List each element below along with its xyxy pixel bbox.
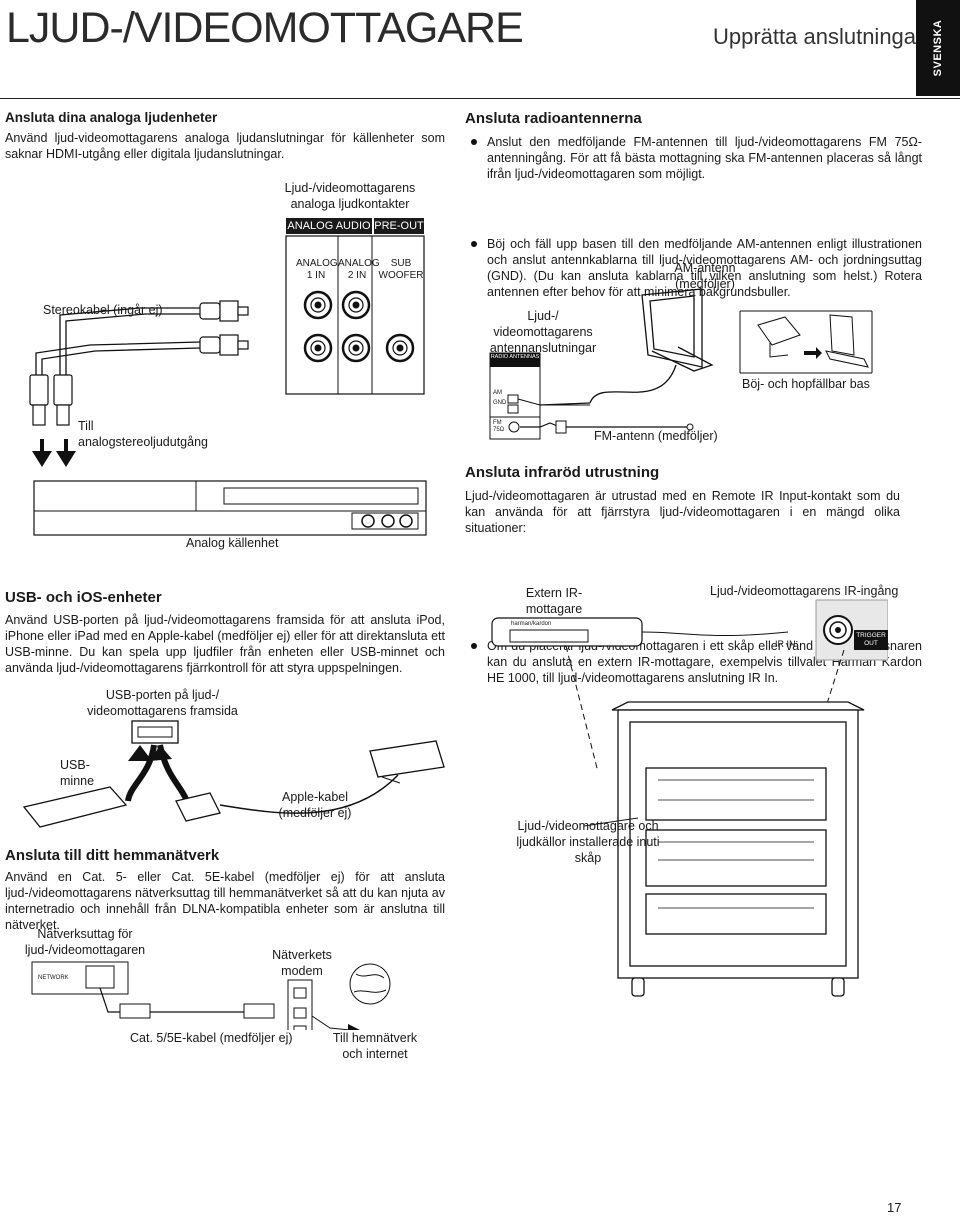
brand-label: harman/kardon [511, 621, 552, 627]
language-tab: SVENSKA [916, 0, 960, 96]
network-jack-label: Nätverksuttag för ljud-/videomottagaren [24, 927, 146, 957]
page-subtitle: Upprätta anslutningar [713, 24, 924, 49]
ir-in-label: IR IN [775, 639, 796, 649]
network-heading: Ansluta till ditt hemmanätverk [5, 847, 220, 864]
cabinet-label: Ljud-/videomottagare och ljudkällor inst… [516, 819, 660, 865]
language-tab-label: SVENSKA [932, 19, 944, 77]
analog2-label: ANALOG 2 IN [338, 258, 380, 281]
analog-connection-diagram [29, 218, 427, 536]
receiver-antenna-label: Ljud-/ videomottagarens antennanslutning… [489, 309, 597, 355]
ir-bullet: Om du placerar ljud-/videomottagaren i e… [465, 638, 922, 686]
pre-out-label: PRE-OUT [374, 220, 424, 232]
am-terminal-label: AM [493, 390, 502, 396]
network-port-label: NETWORK [38, 975, 69, 981]
radio-bullet-2: Böj och fäll upp basen till den medfölja… [465, 236, 922, 300]
internet-label: Till hemnätverk och internet [332, 1031, 418, 1061]
analog-body: Använd ljud-videomottagarens analoga lju… [5, 131, 445, 161]
radio-heading: Ansluta radioantennerna [465, 110, 642, 127]
analog-audio-in-bar [286, 218, 372, 234]
page-title: LJUD-/VIDEOMOTTAGARE [6, 4, 524, 52]
fm-terminal-label: FM 75Ω [493, 420, 505, 433]
fold-base-label: Böj- och hopfällbar bas [742, 377, 870, 391]
pre-out-bar [374, 218, 424, 234]
ir-body: Ljud-/videomottagaren är utrustad med en… [465, 489, 900, 535]
network-body: Använd en Cat. 5- eller Cat. 5E-kabel (m… [5, 870, 445, 932]
usb-stick-label: USB-minne [60, 758, 95, 788]
receiver-analog-jacks-label: Ljud-/videomottagarens analoga ljudkonta… [284, 181, 416, 211]
header-divider [0, 98, 960, 99]
modem-label: Nätverkets modem [272, 948, 332, 978]
stereo-cable-label: Stereokabel (ingår ej) [43, 303, 163, 317]
usb-body: Använd USB-porten på ljud-/videomottagar… [5, 613, 445, 675]
trigger-out-label: TRIGGER OUT [856, 632, 886, 647]
network-diagram [31, 961, 391, 1030]
usb-port-label: USB-porten på ljud-/ videomottagarens fr… [87, 688, 238, 718]
analog1-label: ANALOG 1 IN [296, 258, 338, 281]
usb-heading: USB- och iOS-enheter [5, 589, 162, 606]
fm-antenna-label: FM-antenn (medföljer) [594, 429, 718, 443]
analog-audio-in-label: ANALOG AUDIO IN [287, 220, 371, 248]
ir-input-label: Ljud-/videomottagarens IR-ingång [710, 584, 899, 598]
analog-source-label: Analog källenhet [186, 536, 279, 550]
radio-antennas-label: RADIO ANTENNAS [490, 354, 540, 360]
page-number: 17 [887, 1200, 902, 1215]
gnd-terminal-label: GND [493, 400, 507, 406]
antenna-diagram [489, 288, 873, 440]
ir-heading: Ansluta infraröd utrustning [465, 464, 660, 481]
am-antenna-label: AM-antenn (medföljer) [674, 261, 736, 291]
to-analog-out-label: Till analogstereoljudutgång [78, 419, 208, 449]
sub-woofer-label: SUB WOOFER [378, 258, 424, 281]
analog-heading: Ansluta dina analoga ljudenheter [5, 110, 218, 125]
radio-bullet-1: Anslut den medföljande FM-antennen till … [465, 134, 922, 182]
external-ir-label: Extern IR-mottagare [525, 586, 583, 616]
network-cable-label: Cat. 5/5E-kabel (medföljer ej) [130, 1031, 293, 1045]
usb-diagram [22, 720, 445, 828]
ir-cabinet-diagram [491, 599, 888, 997]
